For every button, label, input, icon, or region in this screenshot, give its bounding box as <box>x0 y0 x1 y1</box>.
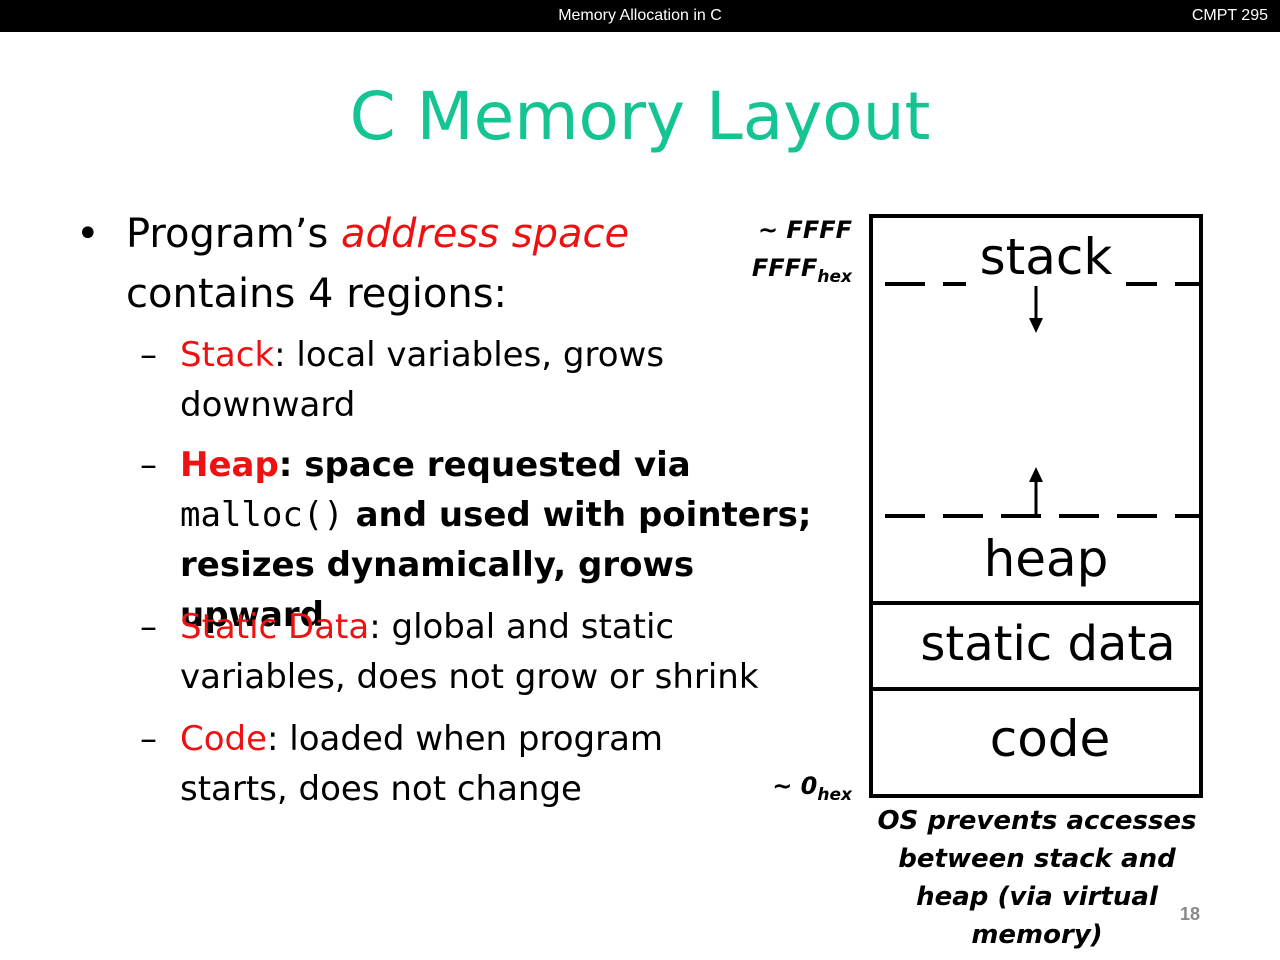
heap-label: heap <box>983 530 1109 588</box>
page-number: 18 <box>1180 904 1201 924</box>
top-bar: Memory Allocation in C CMPT 295 <box>0 0 1280 32</box>
slide-title: C Memory Layout <box>349 78 931 155</box>
header-title: Memory Allocation in C <box>558 7 722 24</box>
stack-term: Stack <box>180 335 275 375</box>
code-label: code <box>989 710 1111 768</box>
addr-top-line1: ~ FFFF <box>700 216 852 244</box>
static-data-label: static data <box>920 616 1176 672</box>
heap-term: Heap <box>180 445 279 485</box>
stack-arrow-down-icon <box>1029 318 1043 333</box>
bullet-main-rest: contains 4 regions: <box>126 271 508 317</box>
heap-desc-b: and used with pointers; resizes dynamica… <box>180 495 812 635</box>
static-desc: : global and static variables, does not … <box>180 607 759 697</box>
addr-top-text2: FFFF <box>751 254 818 282</box>
static-term: Static Data <box>180 607 370 647</box>
heap-arrow-up-icon <box>1029 467 1043 482</box>
hex-subscript: hex <box>817 266 852 287</box>
addr-top-text1: ~ FFFF <box>757 216 852 244</box>
heap-desc-a: : space requested via <box>278 445 691 485</box>
hex-subscript: hex <box>817 784 852 805</box>
addr-top-line2: FFFFhex <box>700 254 852 287</box>
malloc-code: malloc() <box>180 495 344 535</box>
dash: – <box>140 607 157 647</box>
memory-outline <box>869 214 1203 798</box>
stack-label: stack <box>966 228 1126 286</box>
sub-bullet-text: Code: loaded when program starts, does n… <box>180 714 720 814</box>
address-space-emph: address space <box>341 211 630 257</box>
bullet-main-text: Program’s address space contains 4 regio… <box>126 204 746 324</box>
os-note: OS prevents accesses between stack and h… <box>877 806 1197 950</box>
addr-bottom-text: ~ 0 <box>772 772 818 800</box>
bullet-main-prefix: Program’s <box>126 211 342 257</box>
sub-bullet-text: Stack: local variables, grows downward <box>180 330 700 430</box>
sub-bullet-text: Heap: space requested via malloc() and u… <box>180 440 830 640</box>
code-term: Code <box>180 719 268 759</box>
course-label: CMPT 295 <box>1191 7 1268 24</box>
stack-desc: : local variables, grows downward <box>180 335 665 425</box>
code-desc: : loaded when program starts, does not c… <box>180 719 664 809</box>
dash: – <box>140 335 157 375</box>
dash: – <box>140 719 157 759</box>
addr-bottom: ~ 0hex <box>700 772 852 805</box>
sub-bullet-text: Static Data: global and static variables… <box>180 602 800 702</box>
dash: – <box>140 445 157 485</box>
bullet-dot: • <box>76 211 100 257</box>
